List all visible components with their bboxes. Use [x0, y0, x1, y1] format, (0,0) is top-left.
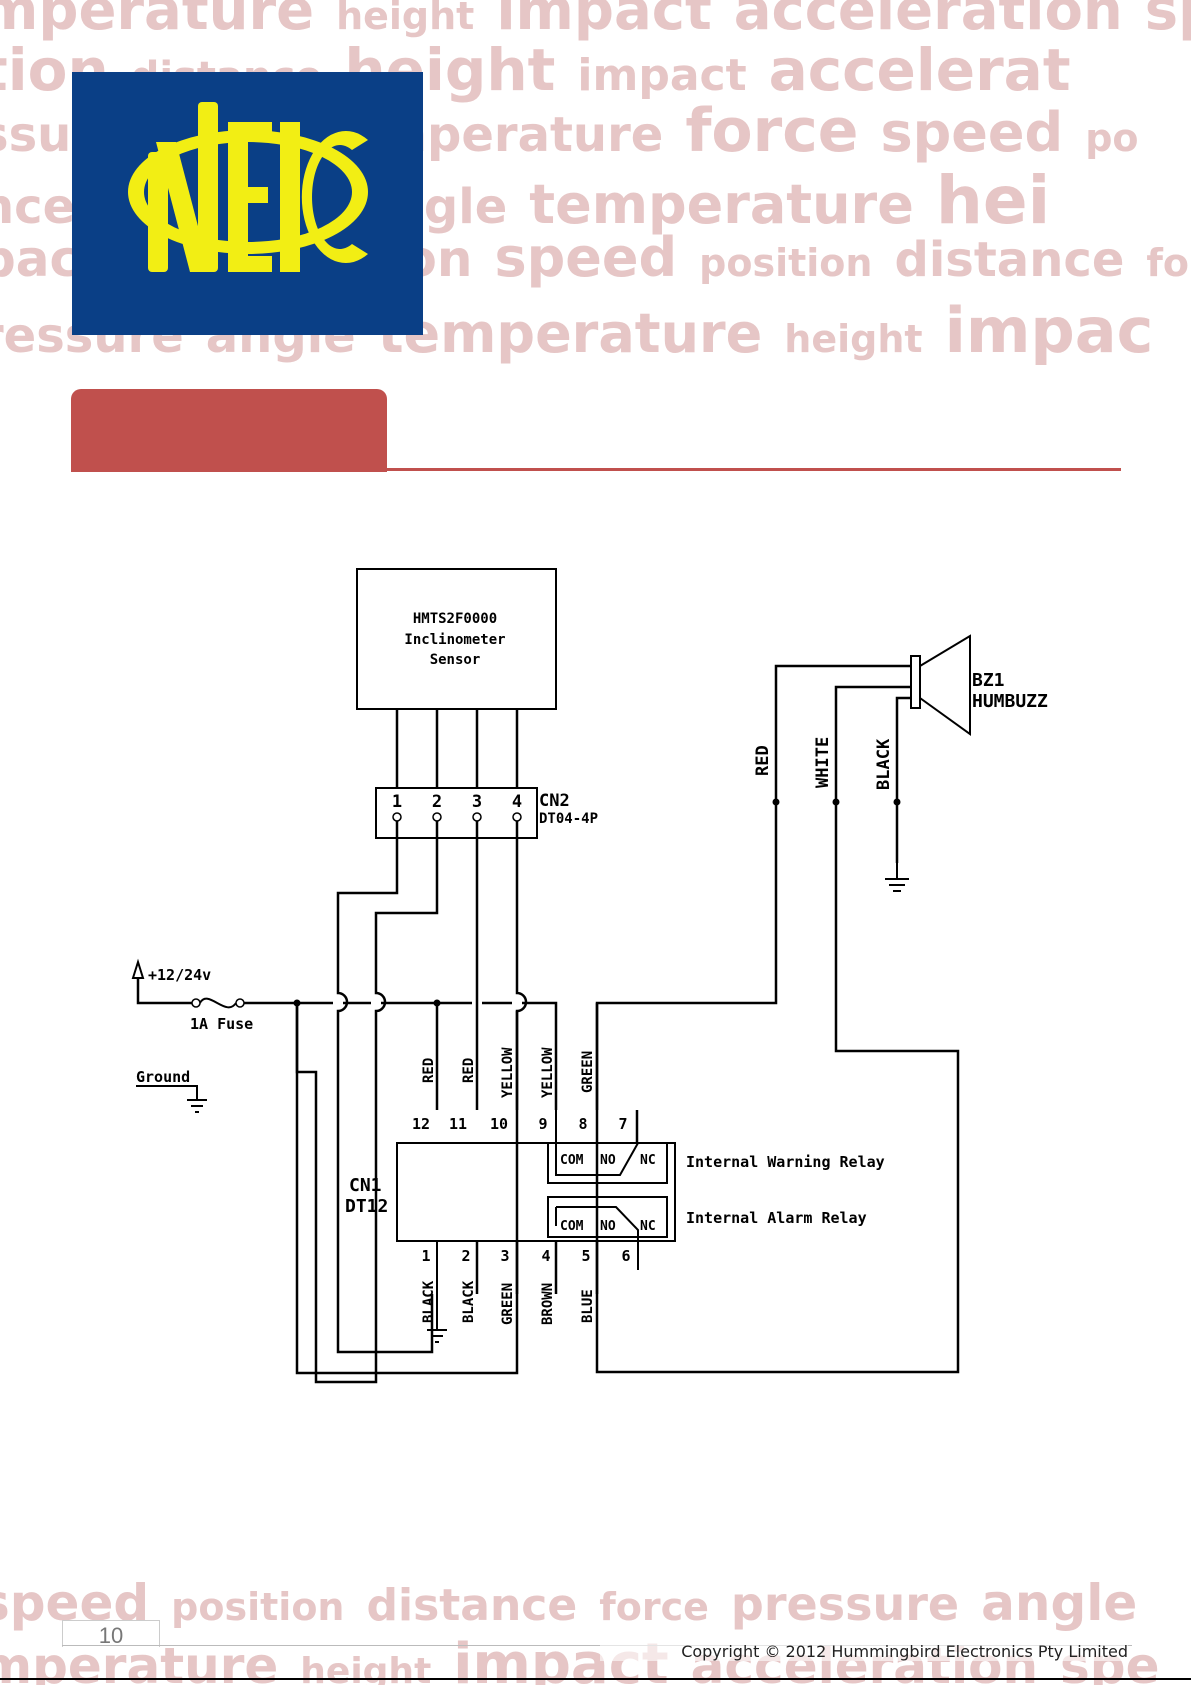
warning-relay-label: Internal Warning Relay — [686, 1153, 885, 1171]
wire-label-9: YELLOW — [540, 1047, 556, 1098]
wire-label-12: RED — [421, 1058, 437, 1083]
neic-logo-mark — [128, 102, 368, 272]
sensor-line-2: Inclinometer — [404, 632, 505, 648]
cn1-pin-12: 12 — [412, 1115, 430, 1133]
cn1-pin-5: 5 — [581, 1247, 590, 1265]
supply-bus — [244, 1001, 558, 1048]
wire-label-3: GREEN — [500, 1283, 516, 1325]
cn2-pin-3: 3 — [472, 792, 482, 812]
watermark-line: speedpositiondistanceforcepressureangle — [0, 1574, 1138, 1632]
wire-label-8: GREEN — [580, 1051, 596, 1093]
warning-relay-nc: NC — [640, 1153, 656, 1168]
page-bottom-rule — [0, 1678, 1191, 1680]
cn1-pin-11: 11 — [449, 1115, 467, 1133]
power-supply: +12/24v — [131, 958, 211, 1005]
cn1-connector: CN1 DT12 — [345, 1142, 676, 1242]
supply-label: +12/24v — [148, 966, 211, 984]
wire-label-11: RED — [461, 1058, 477, 1083]
neic-logo — [72, 72, 423, 335]
cn2-pin-1: 1 — [392, 792, 402, 812]
alarm-relay-no: NO — [600, 1219, 616, 1234]
cn1-pin-7: 7 — [618, 1115, 627, 1133]
cn1-name: CN1 — [349, 1175, 382, 1196]
cn1-type: DT12 — [345, 1196, 388, 1217]
cn1-bottom-wires — [475, 1241, 599, 1294]
cn1-pin-9: 9 — [538, 1115, 547, 1133]
ground-label: Ground — [136, 1068, 190, 1086]
cn1-pin-6: 6 — [621, 1247, 630, 1265]
sensor-pin2-wire — [295, 821, 439, 1384]
buzzer-ground-symbol — [885, 863, 909, 892]
cn2-type: DT04-4P — [539, 811, 598, 827]
wire-label-4: BROWN — [540, 1283, 556, 1325]
cn2-name: CN2 — [539, 791, 570, 811]
wire-label-5: BLUE — [580, 1289, 596, 1323]
cn2-pin-2: 2 — [432, 792, 442, 812]
cn1-top-wires — [515, 1003, 599, 1110]
alarm-relay-label: Internal Alarm Relay — [686, 1209, 867, 1227]
warning-relay: COM NO NC Internal Warning Relay — [547, 1110, 885, 1184]
cn2-connector: 1 2 3 4 CN2 DT04-4P — [375, 787, 598, 839]
cn1-pin-1: 1 — [421, 1247, 430, 1265]
buzzer-wire-red: RED — [753, 745, 773, 776]
wire-label-1: BLACK — [421, 1280, 437, 1323]
warning-relay-com: COM — [560, 1153, 584, 1168]
watermark-line: ncepressureangletemperaturehei — [0, 162, 1051, 239]
buzzer-wire-white: WHITE — [813, 737, 833, 788]
sensor-line-3: Sensor — [430, 652, 481, 668]
alarm-relay-com: COM — [560, 1219, 584, 1234]
sensor-line-1: HMTS2F0000 — [413, 611, 497, 627]
wire-label-2: BLACK — [461, 1280, 477, 1323]
sensor-pin4-wire — [295, 821, 528, 1375]
cn1-pin-4: 4 — [541, 1247, 550, 1265]
humbuzz-buzzer: BZ1 HUMBUZZ — [910, 634, 1048, 736]
footer-rule — [62, 1645, 1132, 1646]
alarm-relay-nc: NC — [640, 1219, 656, 1234]
page-number: 10 — [62, 1620, 160, 1648]
inclinometer-sensor: HMTS2F0000 Inclinometer Sensor — [356, 568, 557, 710]
sensor-cable — [395, 709, 519, 788]
fuse-label: 1A Fuse — [190, 1015, 253, 1033]
wire-label-10: YELLOW — [500, 1047, 516, 1098]
cn1-pin-3: 3 — [500, 1247, 509, 1265]
ground-symbol: Ground — [136, 1068, 207, 1113]
fuse: 1A Fuse — [190, 997, 253, 1033]
buzzer-red-white-loop — [595, 664, 960, 1374]
buzzer-name: BZ1 — [972, 670, 1005, 691]
cn1-pin-10: 10 — [490, 1115, 508, 1133]
section-banner-tab — [71, 389, 387, 472]
cn1-pin-2: 2 — [461, 1247, 470, 1265]
buzzer-type: HUMBUZZ — [972, 691, 1048, 712]
buzzer-wire-black: BLACK — [874, 738, 894, 790]
warning-relay-no: NO — [600, 1153, 616, 1168]
section-banner-rule — [71, 468, 1121, 471]
buzzer-black-wire — [895, 696, 911, 863]
cn1-pin1-ground — [427, 1241, 447, 1343]
cn1-pin-8: 8 — [578, 1115, 587, 1133]
cn2-pin-4: 4 — [512, 792, 522, 812]
bus-drop-wires — [435, 1003, 479, 1110]
alarm-relay: COM NO NC Internal Alarm Relay — [547, 1196, 867, 1270]
sensor-pin1-wire — [336, 821, 434, 1354]
copyright-notice: Copyright © 2012 Hummingbird Electronics… — [600, 1642, 1128, 1661]
